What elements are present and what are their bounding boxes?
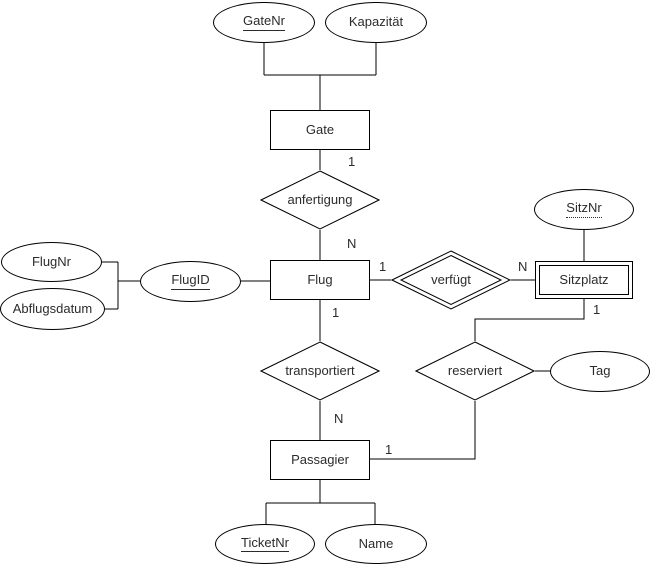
cardinality-sitzplatz-reserviert: 1 [593, 302, 601, 317]
attribute-ticketnr-label: TicketNr [241, 535, 289, 553]
entity-flug[interactable]: Flug [270, 260, 370, 300]
diamond-shape [415, 341, 535, 401]
diamond-shape [260, 170, 380, 230]
attribute-ticketnr[interactable]: TicketNr [215, 524, 315, 564]
relationship-verfuegt-label: verfügt [431, 271, 471, 287]
attribute-name[interactable]: Name [325, 524, 427, 564]
attribute-flugnr[interactable]: FlugNr [1, 242, 102, 282]
entity-passagier[interactable]: Passagier [270, 440, 370, 480]
entity-gate[interactable]: Gate [270, 110, 370, 150]
cardinality-verfuegt-sitzplatz: N [518, 259, 528, 274]
attribute-tag[interactable]: Tag [550, 351, 650, 392]
attribute-abflugsdatum[interactable]: Abflugsdatum [0, 288, 105, 330]
wire-reserviert-passagier [370, 401, 476, 460]
attribute-abflugsdatum-label: Abflugsdatum [12, 300, 93, 316]
attribute-kapazitaet[interactable]: Kapazität [325, 2, 427, 43]
relationship-transportiert[interactable]: transportiert [260, 341, 380, 401]
attribute-gatenr[interactable]: GateNr [213, 2, 315, 43]
cardinality-passagier-reserviert: 1 [385, 442, 393, 457]
wire-passagier-attributes [265, 480, 376, 525]
attribute-sitznr-label: SitzNr [566, 200, 602, 218]
entity-sitzplatz-label: Sitzplatz [559, 271, 609, 287]
wire-gate-attributes [263, 43, 377, 110]
relationship-anfertigung-label: anfertigung [287, 191, 353, 207]
attribute-gatenr-label: GateNr [243, 13, 285, 31]
wire-flug-left-attributes [102, 261, 140, 310]
entity-gate-label: Gate [305, 121, 335, 137]
relationship-transportiert-label: transportiert [285, 362, 355, 378]
entity-sitzplatz[interactable]: Sitzplatz [535, 261, 633, 299]
cardinality-flug-transportiert: 1 [332, 305, 340, 320]
entity-flug-label: Flug [307, 271, 333, 287]
double-diamond-shape [391, 250, 511, 310]
attribute-kapazitaet-label: Kapazität [348, 14, 404, 30]
relationship-verfuegt[interactable]: verfügt [391, 250, 511, 310]
cardinality-anfertigung-flug: N [347, 236, 357, 251]
entity-passagier-label: Passagier [291, 451, 349, 467]
cardinality-transportiert-passagier: N [334, 411, 344, 426]
attribute-flugid[interactable]: FlugID [140, 261, 241, 302]
attribute-sitznr[interactable]: SitzNr [534, 189, 634, 230]
attribute-flugid-label: FlugID [171, 272, 210, 290]
weak-entity-inner-border: Sitzplatz [539, 265, 629, 295]
diamond-shape [260, 341, 380, 401]
relationship-reserviert[interactable]: reserviert [415, 341, 535, 401]
relationship-anfertigung[interactable]: anfertigung [260, 170, 380, 230]
attribute-name-label: Name [358, 535, 394, 551]
attribute-flugnr-label: FlugNr [31, 253, 71, 269]
attribute-tag-label: Tag [589, 363, 611, 379]
cardinality-gate-anfertigung: 1 [348, 154, 356, 169]
wire-sitzplatz-reserviert [474, 299, 585, 341]
cardinality-flug-verfuegt: 1 [379, 259, 387, 274]
relationship-reserviert-label: reserviert [447, 362, 503, 378]
